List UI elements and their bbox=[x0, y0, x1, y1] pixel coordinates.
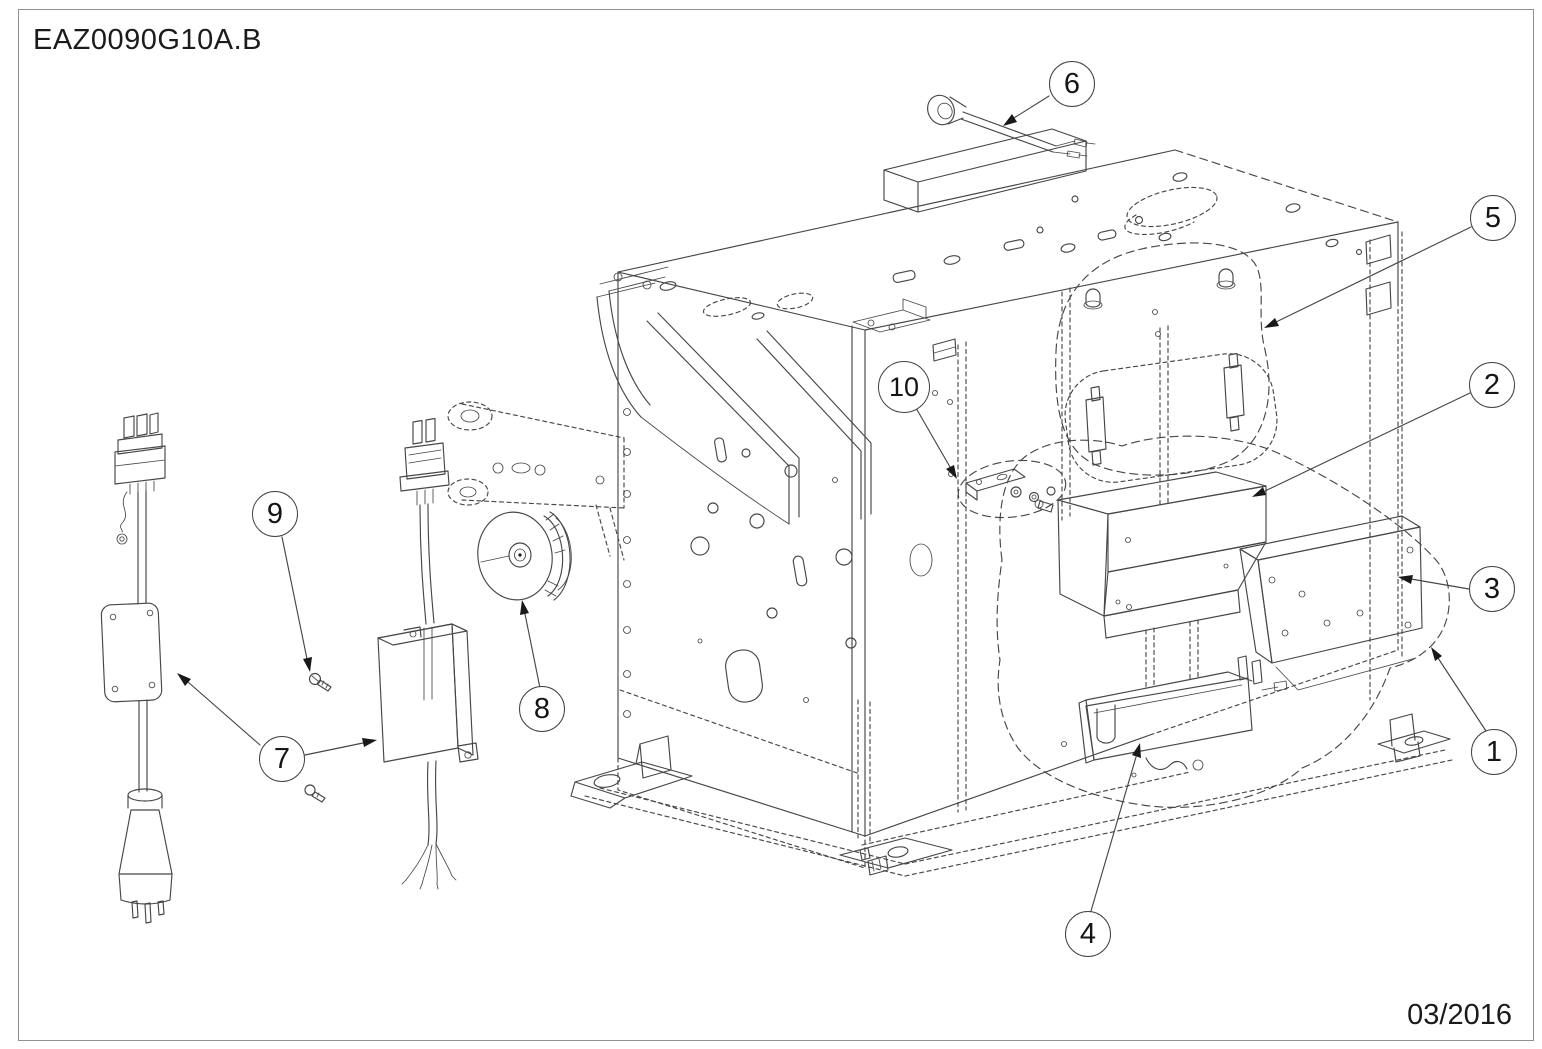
sheet-border bbox=[18, 9, 1534, 1041]
callout-number: 10 bbox=[888, 371, 920, 402]
panel-holes-top bbox=[599, 172, 1363, 333]
callout-number: 2 bbox=[1483, 368, 1501, 401]
standoff-spacer bbox=[1085, 385, 1107, 466]
hardware-kit-region bbox=[948, 459, 1067, 519]
callout-9: 9 bbox=[252, 491, 298, 537]
front-yoke-bracket bbox=[596, 276, 872, 525]
clutch-pulley bbox=[477, 511, 572, 601]
side-arm-bracket bbox=[447, 401, 625, 561]
foot-center bbox=[839, 837, 953, 876]
panel-holes-left bbox=[623, 408, 857, 718]
machine-frame bbox=[584, 128, 1453, 877]
revision-date: 03/2016 bbox=[1407, 999, 1512, 1031]
callout-leaders bbox=[177, 95, 1487, 912]
standoff-kit-region bbox=[1055, 242, 1278, 483]
callout-number: 1 bbox=[1485, 735, 1503, 768]
callout-6: 6 bbox=[1049, 61, 1095, 107]
transformer-assembly bbox=[377, 417, 479, 890]
callout-number: 9 bbox=[266, 497, 284, 530]
callout-number: 6 bbox=[1063, 67, 1081, 100]
callout-8: 8 bbox=[519, 686, 565, 732]
callout-10: 10 bbox=[878, 361, 930, 413]
cap-nut bbox=[1083, 288, 1103, 310]
standoff-spacer bbox=[1223, 352, 1245, 432]
mounting-screws bbox=[304, 672, 332, 803]
foot-right bbox=[1377, 713, 1451, 763]
cap-nut bbox=[1216, 268, 1236, 290]
callout-number: 8 bbox=[533, 692, 551, 725]
sensor-cable bbox=[927, 94, 1096, 159]
panel-holes-right bbox=[909, 390, 1132, 610]
document-number: EAZ0090G10A.B bbox=[33, 24, 262, 56]
callout-1: 1 bbox=[1471, 729, 1517, 775]
drip-tray bbox=[1061, 655, 1288, 778]
callout-number: 4 bbox=[1079, 917, 1097, 950]
callout-7: 7 bbox=[259, 736, 305, 782]
callout-2: 2 bbox=[1469, 362, 1515, 408]
callout-4: 4 bbox=[1065, 911, 1111, 957]
callout-5: 5 bbox=[1470, 195, 1516, 241]
electronics-cover bbox=[1239, 515, 1423, 691]
callout-3: 3 bbox=[1469, 566, 1515, 612]
power-supply-bracket bbox=[1057, 471, 1267, 689]
power-cord-assembly bbox=[100, 412, 173, 924]
callout-number: 5 bbox=[1484, 201, 1502, 234]
mount-area-outline bbox=[996, 435, 1450, 808]
foot-left bbox=[570, 735, 693, 809]
callout-number: 7 bbox=[273, 742, 291, 775]
callout-number: 3 bbox=[1483, 572, 1501, 605]
